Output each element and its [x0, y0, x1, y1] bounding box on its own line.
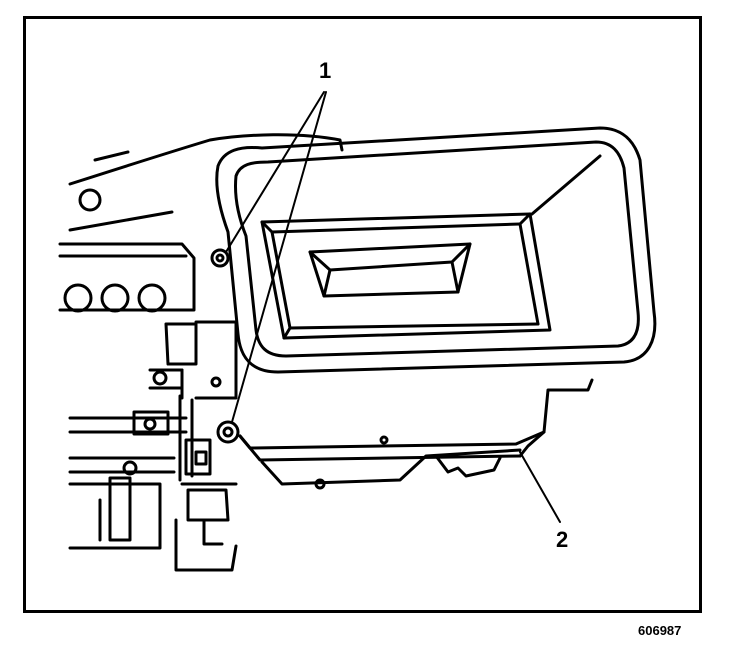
- outlet-3: [137, 283, 167, 313]
- callout-2-leader: [519, 451, 561, 523]
- dash-upper-edge: [93, 150, 130, 162]
- lower-actuator: [186, 488, 230, 522]
- housing-inner: [234, 140, 640, 358]
- callout-1-leader-a: [225, 91, 325, 253]
- duct-opening: [260, 212, 552, 340]
- dash-lower-edge: [68, 210, 174, 232]
- housing-outer: [215, 126, 657, 374]
- outlet-1: [63, 283, 93, 313]
- outlet-2: [100, 283, 130, 313]
- left-bracket: [164, 322, 198, 366]
- callout-label-2: 2: [556, 527, 569, 552]
- illustration-frame: [23, 16, 702, 613]
- dash-panel-contour: [68, 133, 344, 186]
- lower-tray: [260, 448, 522, 486]
- linkage-lower: [68, 456, 176, 474]
- callout-label-1: 1: [319, 58, 332, 83]
- mounting-nut-upper: [210, 248, 230, 268]
- tray-screw: [314, 478, 326, 490]
- figure-number: 606987: [638, 623, 682, 638]
- callout-1-leader-b: [231, 91, 327, 423]
- bracket-bolt: [152, 370, 168, 386]
- mounting-nut-lower: [216, 420, 240, 444]
- knob-icon: [78, 188, 102, 212]
